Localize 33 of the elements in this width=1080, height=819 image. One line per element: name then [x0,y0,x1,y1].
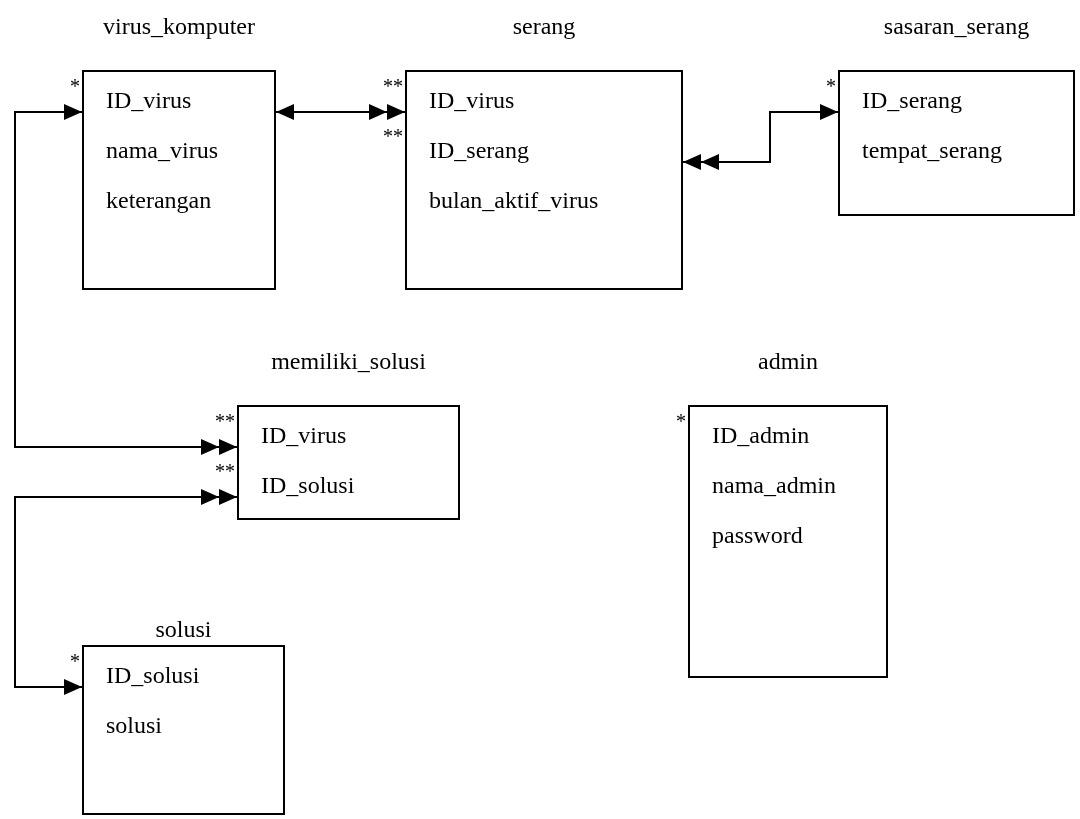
field-name: ID_solusi [106,663,200,687]
table-name: sasaran_serang [883,14,1030,38]
key-marker: * [70,655,80,667]
table-name: serang [512,14,576,38]
table-name: admin [758,349,818,373]
key-marker: ** [215,465,235,477]
key-marker: ** [383,130,403,142]
key-marker: * [826,80,836,92]
field-name: password [712,523,803,547]
key-marker: ** [215,415,235,427]
field-name: bulan_aktif_virus [429,188,599,212]
table-name: memiliki_solusi [271,349,426,373]
field-name: ID_virus [429,88,515,112]
arrow [275,104,406,120]
field-name: nama_virus [106,138,218,162]
field-name: nama_admin [712,473,836,497]
key-marker: * [676,415,686,427]
field-name: ID_virus [261,423,347,447]
field-name: ID_admin [712,423,810,447]
field-name: ID_serang [862,88,962,112]
field-name: solusi [106,713,162,737]
table-name: virus_komputer [103,14,255,38]
field-name: ID_virus [106,88,192,112]
field-name: tempat_serang [862,138,1002,162]
field-name: keterangan [106,188,212,212]
arrow [682,104,839,170]
table-name: solusi [155,617,212,641]
field-name: ID_solusi [261,473,355,497]
field-name: ID_serang [429,138,529,162]
arrow [14,489,238,695]
key-marker: * [70,80,80,92]
arrow [14,104,238,455]
key-marker: ** [383,80,403,92]
